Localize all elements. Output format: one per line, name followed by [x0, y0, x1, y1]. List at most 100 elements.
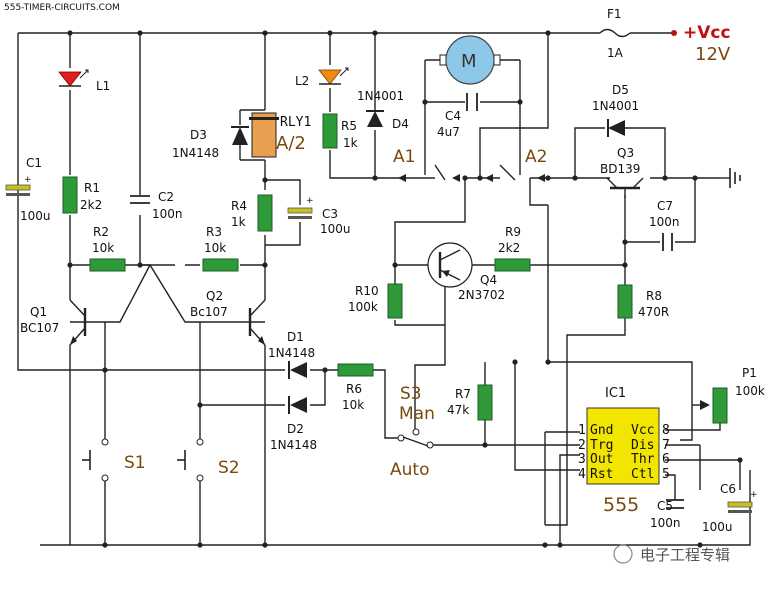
- ic-part-number: 555: [603, 494, 639, 516]
- resistor-r4: R4 1k: [231, 194, 273, 232]
- d2-label: D2: [287, 422, 304, 436]
- switch-s2: S2: [177, 438, 240, 482]
- resistor-r5: R5 1k: [322, 113, 358, 150]
- r7-value: 47k: [447, 403, 469, 417]
- transistor-q3: Q3 BD139: [600, 146, 644, 198]
- pin-num: 2: [578, 438, 586, 453]
- pin-num: 7: [662, 438, 670, 453]
- switch-s1: S1: [82, 438, 146, 482]
- d3-value: 1N4148: [172, 146, 219, 160]
- l1-label: L1: [96, 79, 110, 93]
- p1-label: P1: [742, 366, 757, 380]
- pin-name: Vcc: [631, 423, 654, 438]
- resistor-r7: R7 47k: [447, 384, 493, 421]
- r2-value: 10k: [92, 241, 114, 255]
- r3-label: R3: [206, 225, 222, 239]
- s2-label: S2: [218, 458, 240, 478]
- capacitor-c5: C5 100n: [650, 499, 684, 530]
- q2-value: Bc107: [190, 305, 228, 319]
- resistor-r10: R10 100k: [348, 283, 403, 319]
- vcc-voltage: 12V: [695, 44, 731, 65]
- pin-name: Gnd: [590, 423, 613, 438]
- pin-name: Trg: [590, 438, 613, 453]
- r4-label: R4: [231, 199, 247, 213]
- c4-value: 4u7: [437, 125, 460, 139]
- q3-label: Q3: [617, 146, 634, 160]
- contact-a2-label: A2: [525, 147, 547, 167]
- led-l2: L2: [295, 67, 349, 88]
- pin-name: Rst: [590, 467, 613, 482]
- diode-d4: 1N4001 D4: [357, 89, 409, 131]
- r7-label: R7: [455, 387, 471, 401]
- r9-value: 2k2: [498, 241, 520, 255]
- r6-value: 10k: [342, 398, 364, 412]
- ic-label: IC1: [605, 386, 626, 401]
- pin-num: 6: [662, 452, 670, 467]
- c5-value: 100n: [650, 516, 681, 530]
- fuse-label: F1: [607, 7, 622, 21]
- capacitor-c4: C4 4u7: [437, 93, 478, 139]
- c7-value: 100n: [649, 215, 680, 229]
- s3-man-label: Man: [399, 404, 435, 424]
- relay-contacts: [398, 174, 545, 182]
- capacitor-c3: + C3 100u: [287, 196, 351, 236]
- q2-label: Q2: [206, 289, 223, 303]
- r10-value: 100k: [348, 300, 378, 314]
- pin-num: 5: [662, 467, 670, 482]
- q3-value: BD139: [600, 162, 640, 176]
- r4-value: 1k: [231, 215, 246, 229]
- svg-text:+: +: [306, 196, 314, 206]
- diode-d1: D1 1N4148: [268, 330, 315, 379]
- r9-label: R9: [505, 225, 521, 239]
- motor-label: M: [461, 51, 477, 72]
- contact-a1-label: A1: [393, 147, 415, 167]
- rly1-value: A/2: [276, 133, 306, 154]
- r8-label: R8: [646, 289, 662, 303]
- d1-value: 1N4148: [268, 346, 315, 360]
- capacitor-c1: + C1 100u: [5, 156, 51, 223]
- c3-value: 100u: [320, 222, 351, 236]
- resistor-r1: R1 2k2: [62, 176, 102, 214]
- relay-rly1: RLY1 A/2: [249, 112, 311, 158]
- s3-auto-label: Auto: [390, 460, 429, 480]
- d5-label: D5: [612, 83, 629, 97]
- transistor-q4: Q4 2N3702: [427, 242, 505, 302]
- capacitor-c7: C7 100n: [649, 199, 680, 251]
- ic-555: IC1 555 1 Gnd 2 Trg 3 Out 4 Rst Vcc 8 Di…: [578, 386, 670, 516]
- rly1-label: RLY1: [280, 115, 311, 130]
- motor-m: M: [439, 35, 501, 85]
- c6-label: C6: [720, 482, 736, 496]
- c3-label: C3: [322, 207, 338, 221]
- led-l1: L1: [58, 69, 110, 93]
- c5-label: C5: [657, 499, 673, 513]
- p1-value: 100k: [735, 384, 765, 398]
- pin-name: Thr: [631, 452, 655, 467]
- r5-value: 1k: [343, 136, 358, 150]
- q4-value: 2N3702: [458, 288, 505, 302]
- resistor-r3: R3 10k: [202, 225, 239, 272]
- c4-label: C4: [445, 109, 461, 123]
- r5-label: R5: [341, 119, 357, 133]
- c7-label: C7: [657, 199, 673, 213]
- d4-value: 1N4001: [357, 89, 404, 103]
- ic-right-pins: Vcc 8 Dis 7 Thr 6 Ctl 5: [631, 423, 670, 482]
- q4-label: Q4: [480, 273, 497, 287]
- ground-symbol: [729, 168, 741, 188]
- svg-text:+: +: [24, 175, 32, 185]
- junctions: [67, 30, 743, 548]
- s1-label: S1: [124, 453, 146, 473]
- resistor-r2: R2 10k: [89, 225, 126, 272]
- r1-label: R1: [84, 181, 100, 195]
- q1-label: Q1: [30, 305, 47, 319]
- c1-value: 100u: [20, 209, 51, 223]
- capacitor-c6: + C6 100u: [702, 482, 758, 534]
- c2-label: C2: [158, 190, 174, 204]
- d4-label: D4: [392, 117, 409, 131]
- r8-value: 470R: [638, 305, 669, 319]
- c1-label: C1: [26, 156, 42, 170]
- diode-d2: D2 1N4148: [270, 396, 317, 452]
- switch-s3: S3 Man Auto: [390, 384, 435, 480]
- resistor-r9: R9 2k2: [494, 225, 531, 272]
- watermark-text: 电子工程专辑: [640, 546, 730, 564]
